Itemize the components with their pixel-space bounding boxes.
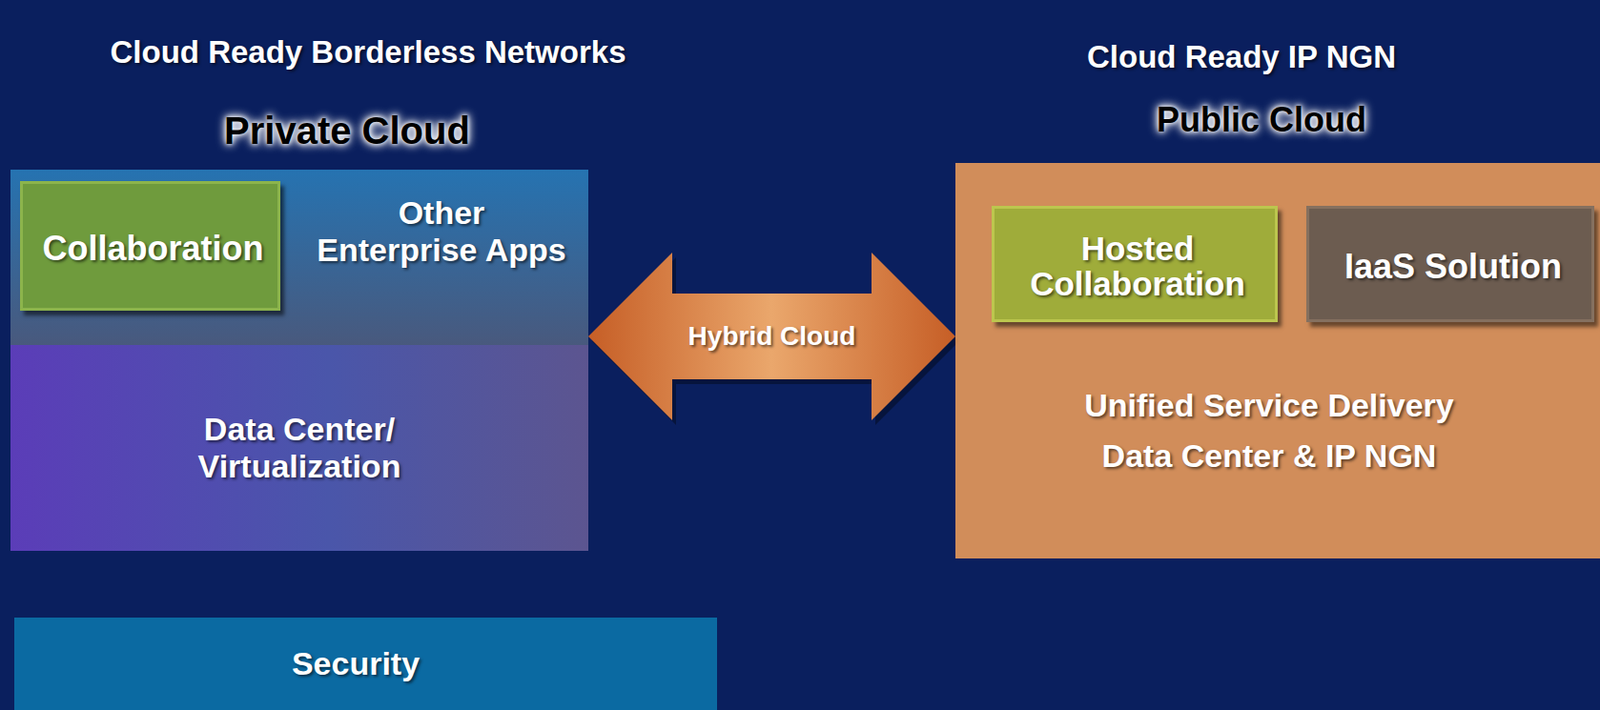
network-frame: Collaboration Other Enterprise AppsData C… [0, 10, 721, 710]
label-text: Private Cloud [224, 108, 471, 153]
text-slot: Collaboration [42, 228, 265, 268]
text-slot: Security [291, 645, 420, 683]
text-slot: Hosted Collaboration [1013, 231, 1262, 303]
label-text: Other Enterprise Apps [315, 194, 569, 269]
apps-area: Collaboration Other Enterprise Apps [10, 169, 589, 346]
hosted-collaboration-box: Hosted Collaboration [991, 205, 1278, 323]
label-text: Security [291, 645, 420, 683]
text-slot: Other Enterprise Apps [315, 194, 569, 269]
text-slot: IaaS Solution [1344, 246, 1562, 287]
double-arrow [588, 252, 956, 421]
text-slot: Public Cloud [1156, 100, 1367, 140]
label-text: Unified Service Delivery Data Center & I… [1073, 380, 1465, 481]
text-slot: Private Cloud [224, 108, 471, 153]
data-center-area: Data Center/ Virtualization [10, 345, 589, 552]
collaboration-box: Collaboration [20, 181, 281, 311]
label-text: Public Cloud [1156, 100, 1367, 140]
label-text: Cloud Ready IP NGN [1087, 39, 1396, 76]
text-slot: Unified Service Delivery Data Center & I… [1073, 380, 1465, 481]
public-cloud-panel: Hosted Collaboration IaaS Solution Public … [955, 95, 1600, 559]
network-frame: Hosted Collaboration IaaS Solution Public … [833, 10, 1600, 710]
label-text: Cloud Ready Borderless Networks [110, 34, 627, 71]
label-text: IaaS Solution [1344, 246, 1562, 287]
private-cloud-panel: Collaboration Other Enterprise AppsData C… [10, 100, 589, 552]
label-text: Collaboration [42, 228, 265, 268]
text-slot: Cloud Ready IP NGN [1087, 39, 1396, 76]
text-slot: Cloud Ready Borderless Networks [110, 34, 627, 71]
iaas-box: IaaS Solution [1306, 205, 1595, 323]
arrow-label: Hybrid Cloud [688, 321, 857, 352]
label-text: Data Center/ Virtualization [175, 410, 424, 486]
security-band: Security [14, 617, 718, 710]
label-text: Hosted Collaboration [1013, 231, 1262, 303]
text-slot: Hybrid Cloud [688, 321, 857, 352]
text-slot: Data Center/ Virtualization [175, 410, 424, 486]
